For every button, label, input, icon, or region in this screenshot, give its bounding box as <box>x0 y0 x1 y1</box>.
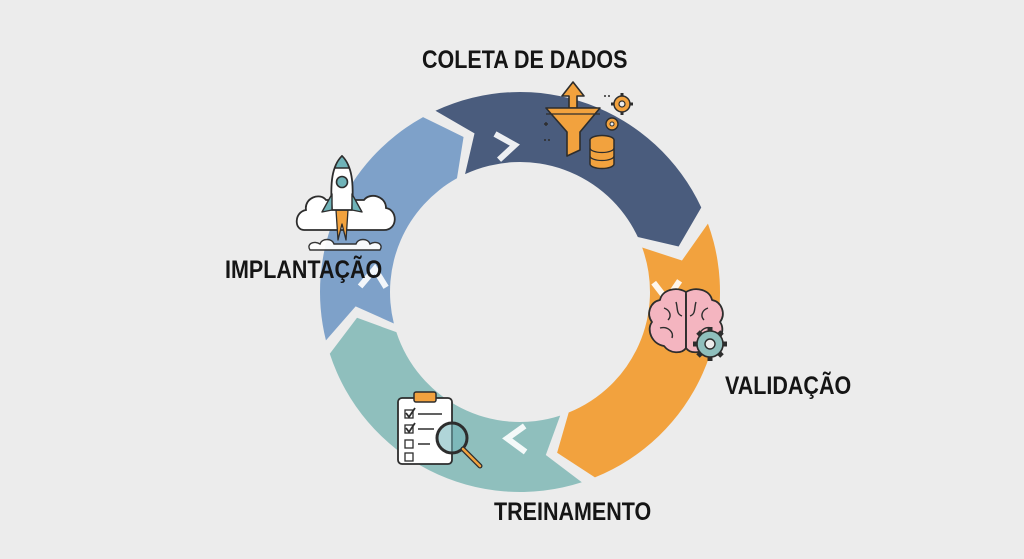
stage-label-implantacao: IMPLANTAÇÃO <box>225 256 383 284</box>
direction-chevron-implantacao <box>357 263 389 289</box>
stage-label-validacao: VALIDAÇÃO <box>725 372 852 400</box>
ring-segment-validacao <box>557 223 720 478</box>
stage-label-coleta: COLETA DE DADOS <box>422 46 628 74</box>
direction-chevron-coleta <box>493 131 520 162</box>
stage-label-treinamento: TREINAMENTO <box>494 498 652 526</box>
checklist-magnifier-icon <box>397 391 483 469</box>
ring-segment-treinamento <box>329 317 582 492</box>
direction-chevron-treinamento <box>502 423 528 455</box>
rocket-launch-icon <box>295 155 396 251</box>
funnel-data-icon <box>542 81 633 170</box>
brain-gear-icon <box>648 288 727 361</box>
ring-segment-coleta <box>435 92 702 247</box>
ring-segment-implantacao <box>320 117 464 341</box>
